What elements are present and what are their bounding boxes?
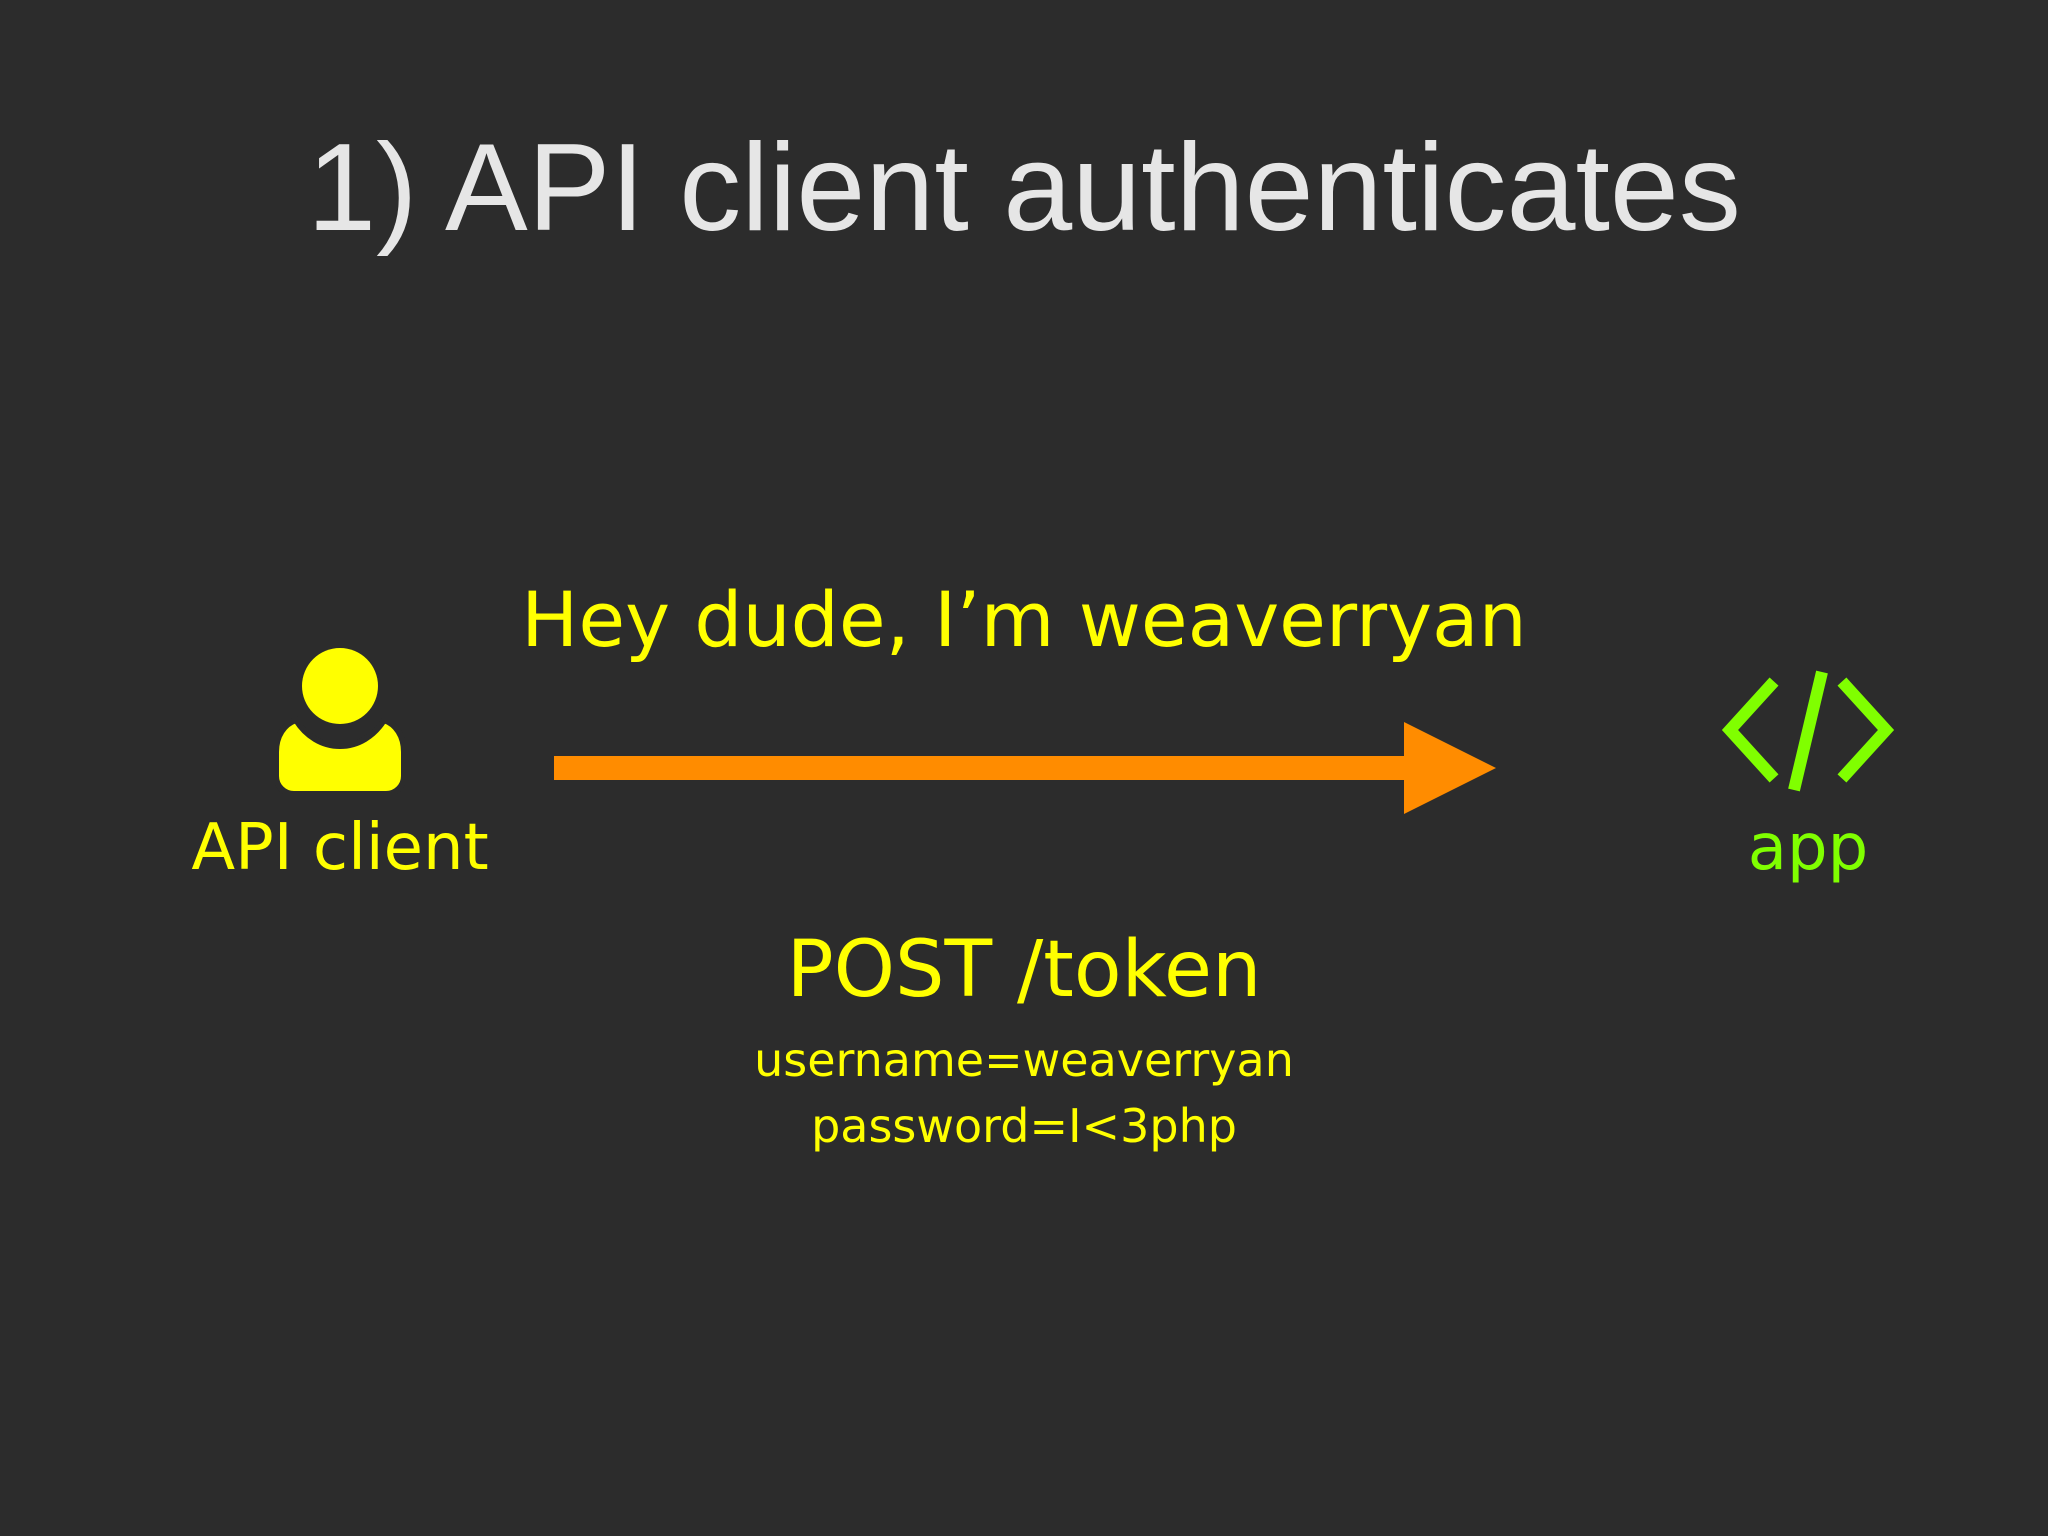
code-icon: [1722, 670, 1894, 792]
slide-title: 1) API client authenticates: [307, 119, 1741, 257]
app-label: app: [1747, 811, 1869, 885]
api-client-label: API client: [191, 811, 489, 885]
request-arrow: [554, 722, 1496, 814]
request-param-username: username=weaverryan: [754, 1033, 1294, 1087]
request-line: POST /token: [786, 925, 1262, 1015]
user-icon: [273, 648, 407, 794]
request-param-password: password=I<3php: [811, 1099, 1237, 1153]
arrow-message: Hey dude, I’m weaverryan: [521, 575, 1527, 664]
